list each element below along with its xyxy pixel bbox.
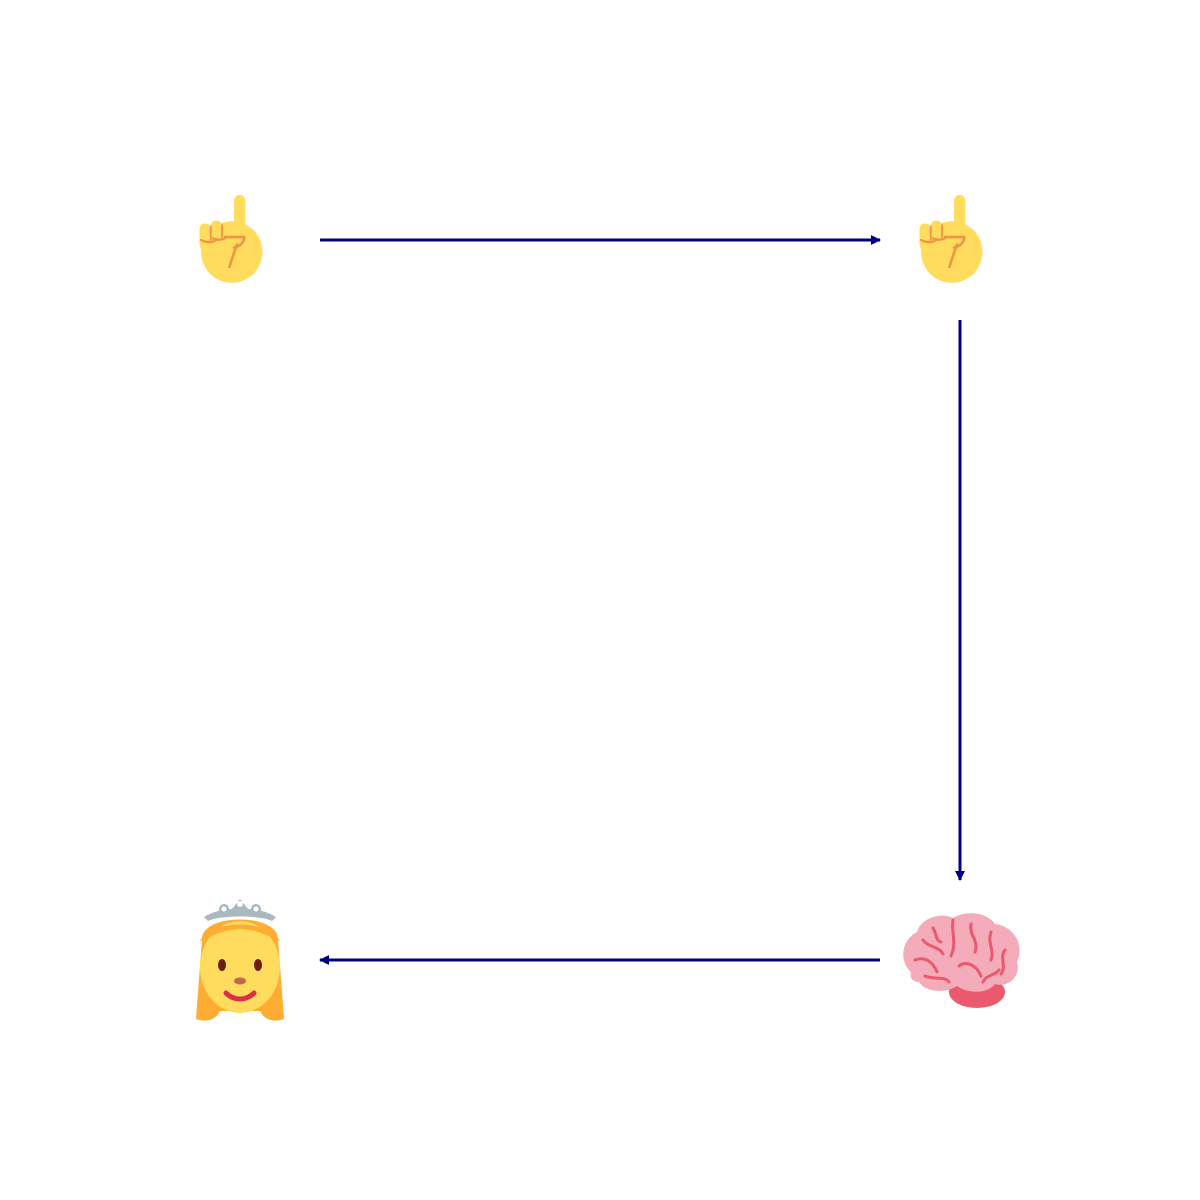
node-n1 [197, 193, 265, 285]
node-n3 [901, 911, 1022, 1010]
node-n2 [917, 193, 985, 285]
pointing-up-hand-icon [197, 193, 265, 285]
pointing-up-hand-icon [917, 193, 985, 285]
brain-icon [901, 911, 1022, 1010]
edges-layer [319, 235, 965, 965]
princess-icon [196, 899, 284, 1021]
nodes-layer [196, 193, 1022, 1021]
node-n4 [196, 899, 284, 1021]
